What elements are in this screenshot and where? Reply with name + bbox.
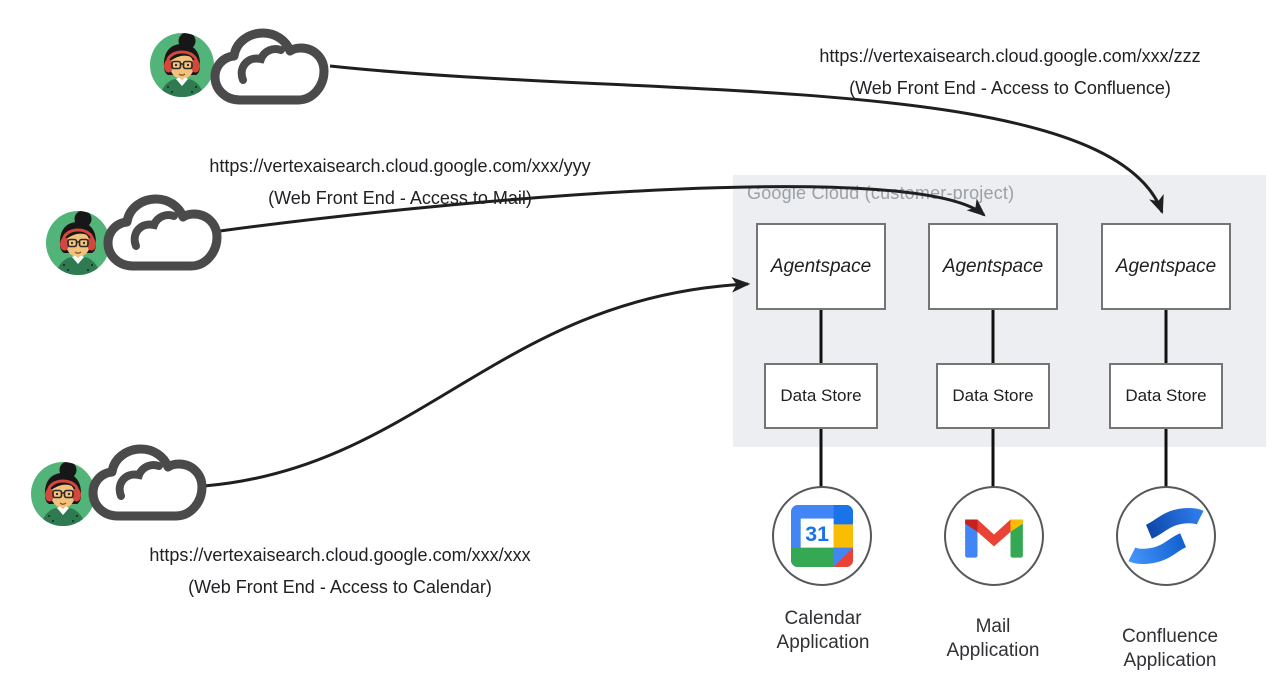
agentspace-label: Agentspace [942, 255, 1044, 277]
arrow-calendar-user-to-agentspace [203, 277, 751, 488]
mail-user-url: https://vertexaisearch.cloud.google.com/… [209, 156, 591, 176]
agentspace-label: Agentspace [770, 255, 872, 277]
google-calendar-icon: 31 [791, 505, 853, 567]
datastore-label: Data Store [952, 386, 1034, 405]
user-avatar-icon [46, 211, 110, 275]
agentspace-box-mail: Agentspace [928, 223, 1058, 310]
calendar-user-url: https://vertexaisearch.cloud.google.com/… [149, 545, 531, 565]
cloud-icon [103, 194, 222, 271]
confluence-user-url-block: https://vertexaisearch.cloud.google.com/… [819, 40, 1200, 104]
confluence-icon [1128, 507, 1204, 565]
user-avatar-icon [31, 462, 95, 526]
agentspace-box-confluence: Agentspace [1101, 223, 1231, 310]
confluence-user-caption: (Web Front End - Access to Confluence) [849, 78, 1171, 98]
mail-app-label: Mail Application [946, 616, 1040, 661]
mail-app-circle [944, 486, 1044, 586]
mail-user-url-block: https://vertexaisearch.cloud.google.com/… [209, 150, 590, 214]
calendar-app-label: Calendar Application [776, 608, 870, 653]
datastore-box-mail: Data Store [936, 363, 1050, 429]
confluence-app-label: Confluence Application [1121, 626, 1219, 671]
cloud-icon [210, 28, 329, 105]
agentspace-box-calendar: Agentspace [756, 223, 886, 310]
mail-user-caption: (Web Front End - Access to Mail) [268, 188, 532, 208]
datastore-box-calendar: Data Store [764, 363, 878, 429]
cloud-icon [88, 444, 207, 521]
calendar-app-circle: 31 [772, 486, 872, 586]
agentspace-label: Agentspace [1115, 255, 1217, 277]
calendar-user-caption: (Web Front End - Access to Calendar) [188, 577, 492, 597]
google-cloud-panel-label: Google Cloud (customer-project) [747, 183, 1015, 203]
confluence-user-url: https://vertexaisearch.cloud.google.com/… [819, 46, 1201, 66]
datastore-box-confluence: Data Store [1109, 363, 1223, 429]
datastore-label: Data Store [780, 386, 862, 405]
datastore-label: Data Store [1125, 386, 1207, 405]
calendar-user-url-block: https://vertexaisearch.cloud.google.com/… [149, 539, 530, 603]
calendar-day-number: 31 [805, 522, 829, 546]
user-avatar-icon [150, 33, 214, 97]
confluence-app-circle [1116, 486, 1216, 586]
gmail-icon [965, 519, 1023, 558]
